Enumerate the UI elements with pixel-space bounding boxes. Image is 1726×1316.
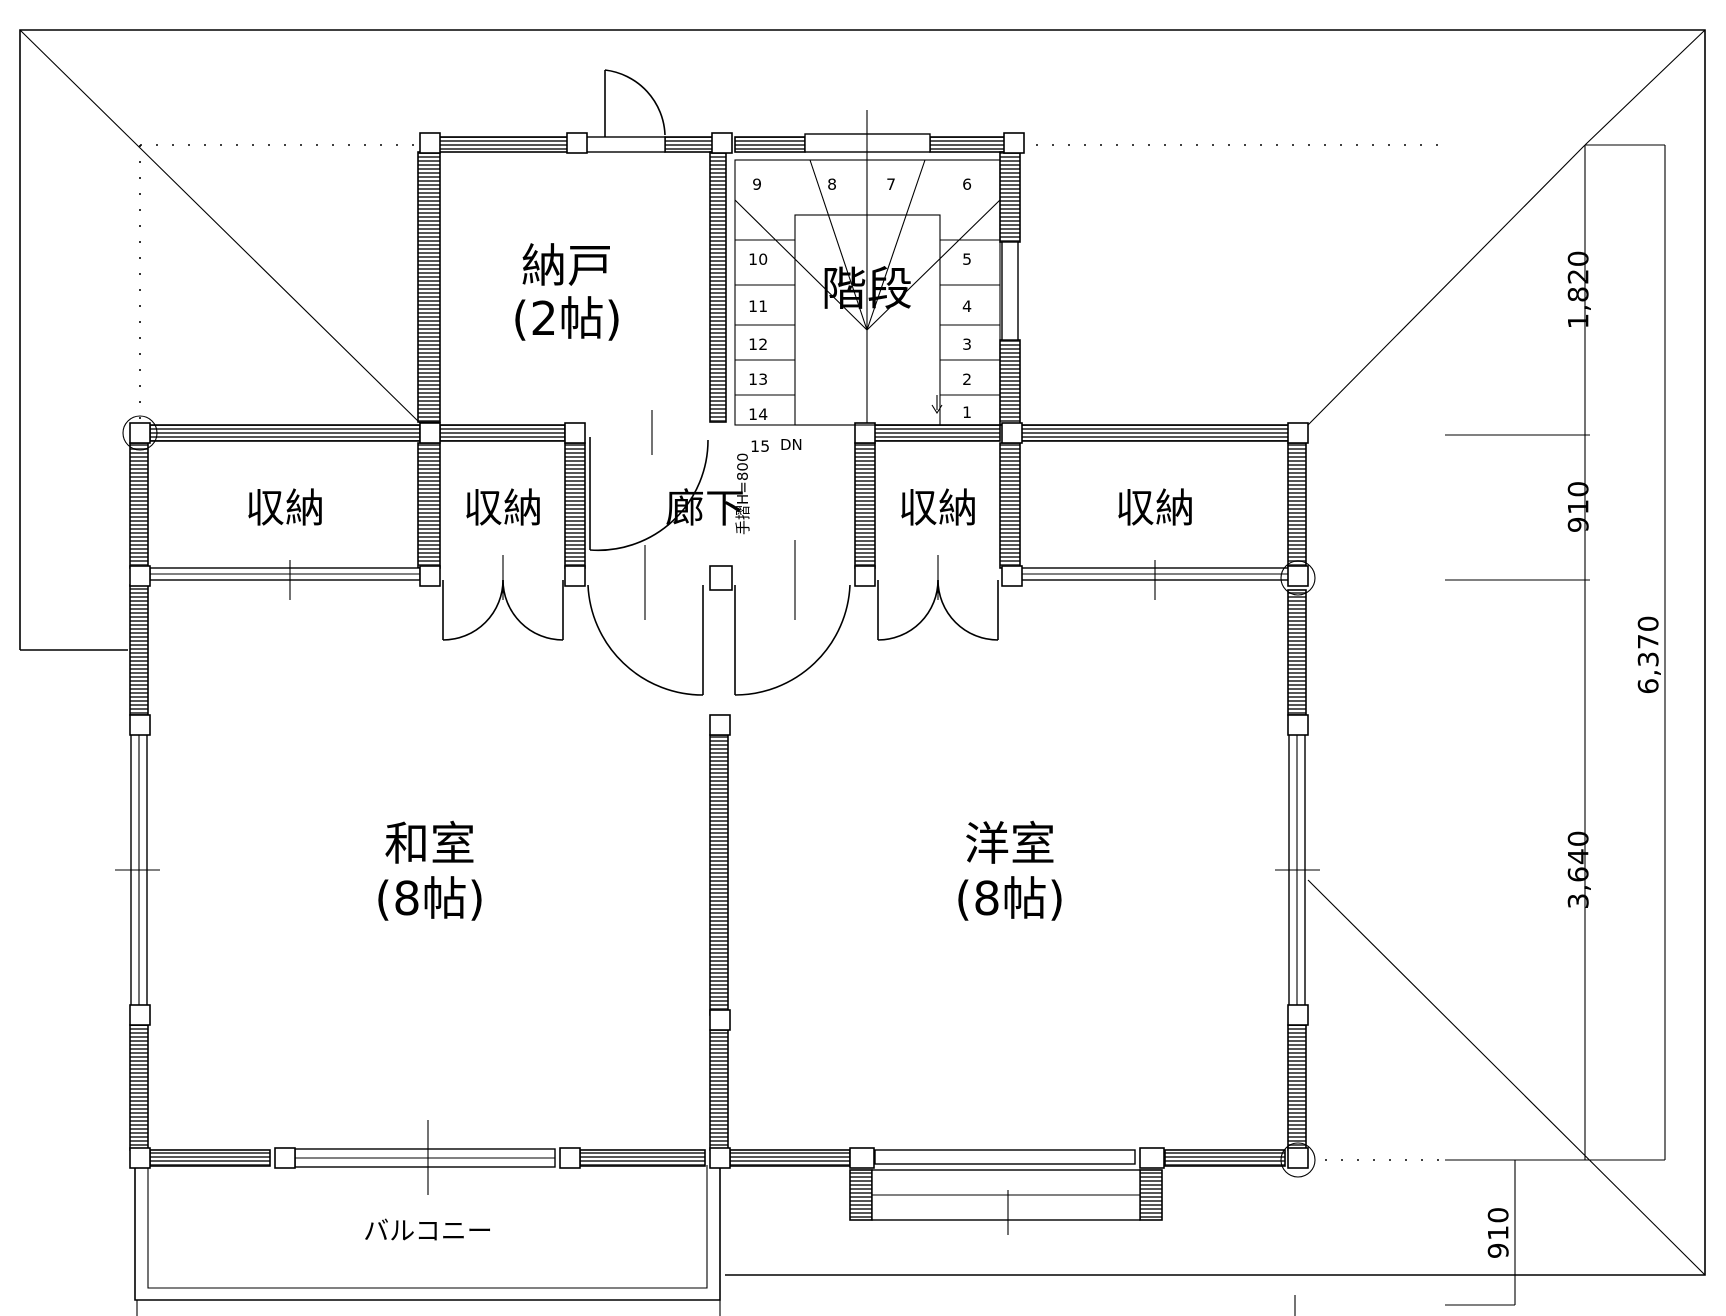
step-13: 13 <box>748 370 768 389</box>
handrail-label: 手摺H=800 <box>734 453 752 535</box>
dimension-lower-bay: 3,640 <box>1562 830 1595 910</box>
doors <box>442 69 999 696</box>
step-11: 11 <box>748 297 768 316</box>
dimension-lines <box>136 144 1666 1316</box>
room-labels: 納戸 (2帖) 階段 収納 収納 廊下 収納 収納 和室 (8帖) 洋室 (8帖… <box>245 239 1195 1247</box>
closet-1-label: 収納 <box>245 486 325 532</box>
stair-steps: 1 2 3 4 5 6 7 8 9 10 11 12 13 14 15 DN 手… <box>734 175 972 535</box>
step-9: 9 <box>752 175 762 194</box>
stair-detail <box>734 159 1001 426</box>
dimension-upper-bay: 1,820 <box>1562 250 1595 330</box>
step-15: 15 <box>750 437 770 456</box>
step-3: 3 <box>962 335 972 354</box>
balcony-label: バルコニー <box>363 1217 492 1247</box>
hallway-label: 廊下 <box>665 486 745 532</box>
balcony-outline <box>134 1165 721 1301</box>
storage-room-label: 納戸 <box>521 239 613 293</box>
western-room-label: 洋室 <box>964 817 1056 871</box>
closet-3-label: 収納 <box>898 486 978 532</box>
roof-outline <box>19 29 1706 1276</box>
step-8: 8 <box>827 175 837 194</box>
step-14: 14 <box>748 405 768 424</box>
dimension-middle-bay: 910 <box>1562 480 1595 533</box>
step-2: 2 <box>962 370 972 389</box>
windows <box>115 110 1320 1235</box>
japanese-room-label: 和室 <box>384 817 476 871</box>
step-4: 4 <box>962 297 972 316</box>
step-7: 7 <box>886 175 896 194</box>
japanese-room-size: (8帖) <box>374 872 485 926</box>
dimension-labels: 1,820 910 6,370 3,640 910 <box>1482 250 1665 1260</box>
closet-2-label: 収納 <box>463 486 543 532</box>
closet-4-label: 収納 <box>1115 486 1195 532</box>
dimension-total-depth: 6,370 <box>1632 615 1665 695</box>
step-10: 10 <box>748 250 768 269</box>
storage-room-size: (2帖) <box>511 292 622 346</box>
step-5: 5 <box>962 250 972 269</box>
dimension-balcony-depth: 910 <box>1482 1206 1515 1259</box>
posts <box>122 132 1316 1178</box>
step-6: 6 <box>962 175 972 194</box>
stairs-label: 階段 <box>821 262 913 316</box>
step-12: 12 <box>748 335 768 354</box>
stairs-down-label: DN <box>780 436 803 454</box>
step-1: 1 <box>962 403 972 422</box>
western-room-size: (8帖) <box>954 872 1065 926</box>
walls <box>129 136 1307 1221</box>
